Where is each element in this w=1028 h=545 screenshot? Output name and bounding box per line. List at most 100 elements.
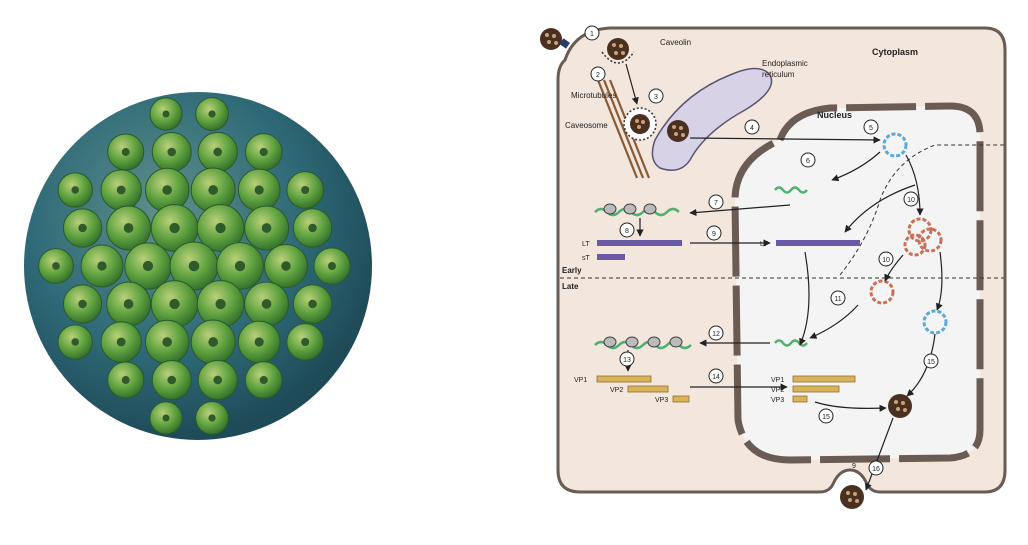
capsomer-pore — [215, 222, 226, 234]
virion-assembled — [888, 394, 912, 418]
step-number: 14 — [712, 374, 720, 381]
capsomer-pore — [261, 223, 272, 233]
viral-dna-incoming — [882, 132, 908, 158]
capsomer-pore — [162, 337, 172, 347]
step-circle — [868, 460, 884, 476]
capsomer-pore — [301, 185, 310, 195]
capsid-model — [24, 92, 372, 440]
step-circle — [708, 368, 724, 384]
capsomer-pore — [123, 223, 134, 233]
capsomer-pore — [116, 185, 126, 195]
capsomer-pore — [142, 260, 154, 272]
step-number: 15 — [822, 414, 830, 421]
capsomer-pore — [259, 375, 268, 385]
late-label: Late — [562, 282, 579, 291]
step-circle — [590, 66, 606, 82]
capsomers — [38, 97, 351, 435]
virion-er — [667, 120, 689, 142]
capsomer-pore — [208, 110, 216, 118]
st-label-cyto: sT — [582, 255, 591, 262]
step-circle — [818, 408, 834, 424]
vp1-label-cyto: VP1 — [574, 377, 587, 384]
step-number: 3 — [654, 94, 658, 101]
vp1-label-nucleus: VP1 — [771, 377, 784, 384]
capsomer-pore — [167, 147, 177, 157]
capsomer-pore — [123, 299, 134, 309]
step-circle — [830, 290, 846, 306]
virion-caveolin — [601, 38, 635, 64]
capsomer-pore — [208, 185, 219, 195]
capsomer-pore — [167, 375, 177, 385]
step-circle — [619, 351, 635, 367]
lt-label-nucleus: LT — [760, 241, 768, 248]
step-number: 5 — [869, 125, 873, 132]
step-circle — [706, 225, 722, 241]
step-circle — [619, 222, 635, 238]
nuclear-divider-curve — [839, 144, 1004, 276]
capsomer-pore — [52, 262, 60, 270]
step-circle — [744, 119, 760, 135]
capsomer-pore — [78, 299, 87, 309]
nucleus-envelope — [731, 102, 984, 464]
lt-bar-cyto — [597, 240, 682, 246]
step-circle — [708, 194, 724, 210]
early-label: Early — [562, 266, 582, 275]
step-circle — [584, 25, 600, 41]
cytoplasm-label: Cytoplasm — [872, 47, 918, 57]
step-number: 7 — [714, 200, 718, 207]
microtubules-label: Microtubules — [571, 91, 616, 100]
step-circle — [800, 152, 816, 168]
vp3-bar-cyto — [672, 395, 690, 403]
step-circle — [923, 353, 939, 369]
virion-released — [840, 485, 864, 509]
step-number: 16 — [872, 466, 880, 473]
step-number: 6 — [806, 158, 810, 165]
capsomer-pore — [308, 299, 317, 309]
capsomer-pore — [71, 338, 79, 346]
capsomer-pore — [78, 223, 87, 233]
capsomer-pore — [162, 414, 170, 422]
lt-label-cyto: LT — [582, 241, 590, 248]
caveosome — [623, 107, 657, 141]
capsomer-pore — [328, 262, 336, 270]
step-number: 10 — [882, 257, 890, 264]
replicating-dna — [903, 217, 943, 257]
step-circle — [863, 119, 879, 135]
capsomer-pore — [188, 260, 200, 272]
capsomer-pore — [71, 186, 79, 194]
st-bar-cyto — [597, 254, 625, 260]
step-number: 2 — [596, 72, 600, 79]
nucleus-label: Nucleus — [817, 110, 852, 120]
early-ribosomes — [594, 203, 680, 217]
capsomer-pore — [208, 337, 219, 347]
viral-dna-blue — [922, 309, 948, 335]
capsomer-pore — [254, 337, 264, 347]
step-circle — [878, 251, 894, 267]
step-number: 10 — [907, 197, 915, 204]
capsomer-pore — [234, 260, 246, 272]
capsomer-pore — [213, 375, 223, 385]
step-number: 9 — [712, 231, 716, 238]
late-ribosomes — [594, 336, 692, 350]
early-mrna-nucleus — [774, 186, 808, 194]
capsomer-pore — [169, 222, 180, 234]
capsomer-pore — [308, 223, 317, 233]
viral-dna-red — [869, 279, 895, 305]
caveosome-label: Caveosome — [565, 121, 608, 130]
vp2-bar-nucleus — [792, 385, 840, 393]
capsomer-pore — [301, 337, 310, 347]
capsomer-pore — [281, 261, 291, 271]
capsomer-pore — [208, 414, 216, 422]
er-label-1: Endoplasmic — [762, 59, 808, 68]
capsomer-pore — [162, 185, 172, 195]
capsomer-pore — [121, 148, 130, 156]
capsomer-pore — [97, 261, 107, 271]
capsomer-pore — [254, 185, 264, 195]
capsomer-pore — [169, 298, 180, 310]
capsomer-pore — [261, 299, 272, 309]
capsomer-pore — [116, 337, 126, 347]
capsomer-pore — [215, 298, 226, 310]
